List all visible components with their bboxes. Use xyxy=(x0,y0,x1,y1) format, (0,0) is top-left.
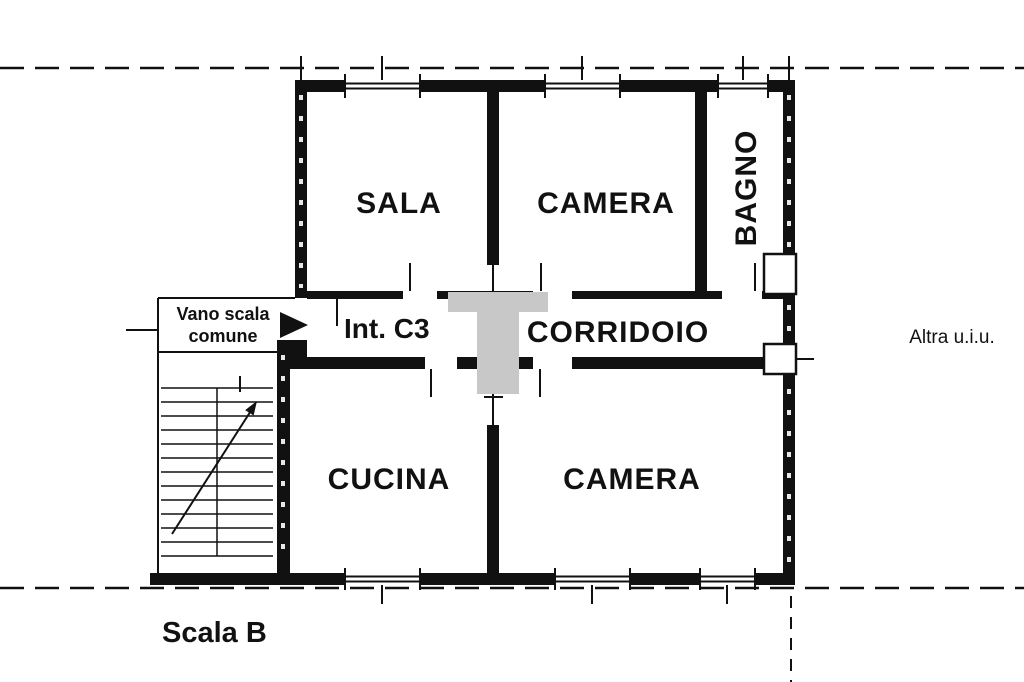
staircase-label-scala-b: Scala B xyxy=(162,617,267,649)
room-label-camera-bottom: CAMERA xyxy=(563,463,701,496)
room-label-sala: SALA xyxy=(356,187,442,220)
exterior-walls xyxy=(150,80,795,585)
wall-vent-icon xyxy=(762,342,798,376)
watermark xyxy=(448,292,548,394)
stairwell-outline xyxy=(126,297,295,573)
axis-ticks-top xyxy=(300,56,790,80)
window-bottom-camera xyxy=(554,568,631,590)
door-ticks xyxy=(336,263,756,397)
room-label-bagno: BAGNO xyxy=(730,130,763,247)
wall-recess-icon xyxy=(762,252,798,296)
axis-ticks-bottom xyxy=(381,585,728,604)
entrance-arrow-icon xyxy=(280,312,308,338)
right-wall-fixtures xyxy=(758,252,814,376)
unit-label-int-c3: Int. C3 xyxy=(344,313,430,344)
window-bottom-cucina xyxy=(344,568,421,590)
window-top-camera xyxy=(544,74,621,98)
window-top-sala xyxy=(344,74,421,98)
room-label-camera-top: CAMERA xyxy=(537,187,675,220)
stair-direction-arrow xyxy=(171,401,257,535)
windows xyxy=(344,74,769,590)
window-bottom-right xyxy=(699,568,756,590)
window-top-bagno xyxy=(717,74,769,98)
staircase xyxy=(161,376,273,557)
vano-scala-label-line2: comune xyxy=(188,326,257,346)
adjacent-unit-label: Altra u.i.u. xyxy=(909,327,995,348)
room-label-corridoio: CORRIDOIO xyxy=(527,316,709,349)
room-label-cucina: CUCINA xyxy=(328,463,451,496)
vano-scala-label-line1: Vano scala xyxy=(176,304,270,324)
